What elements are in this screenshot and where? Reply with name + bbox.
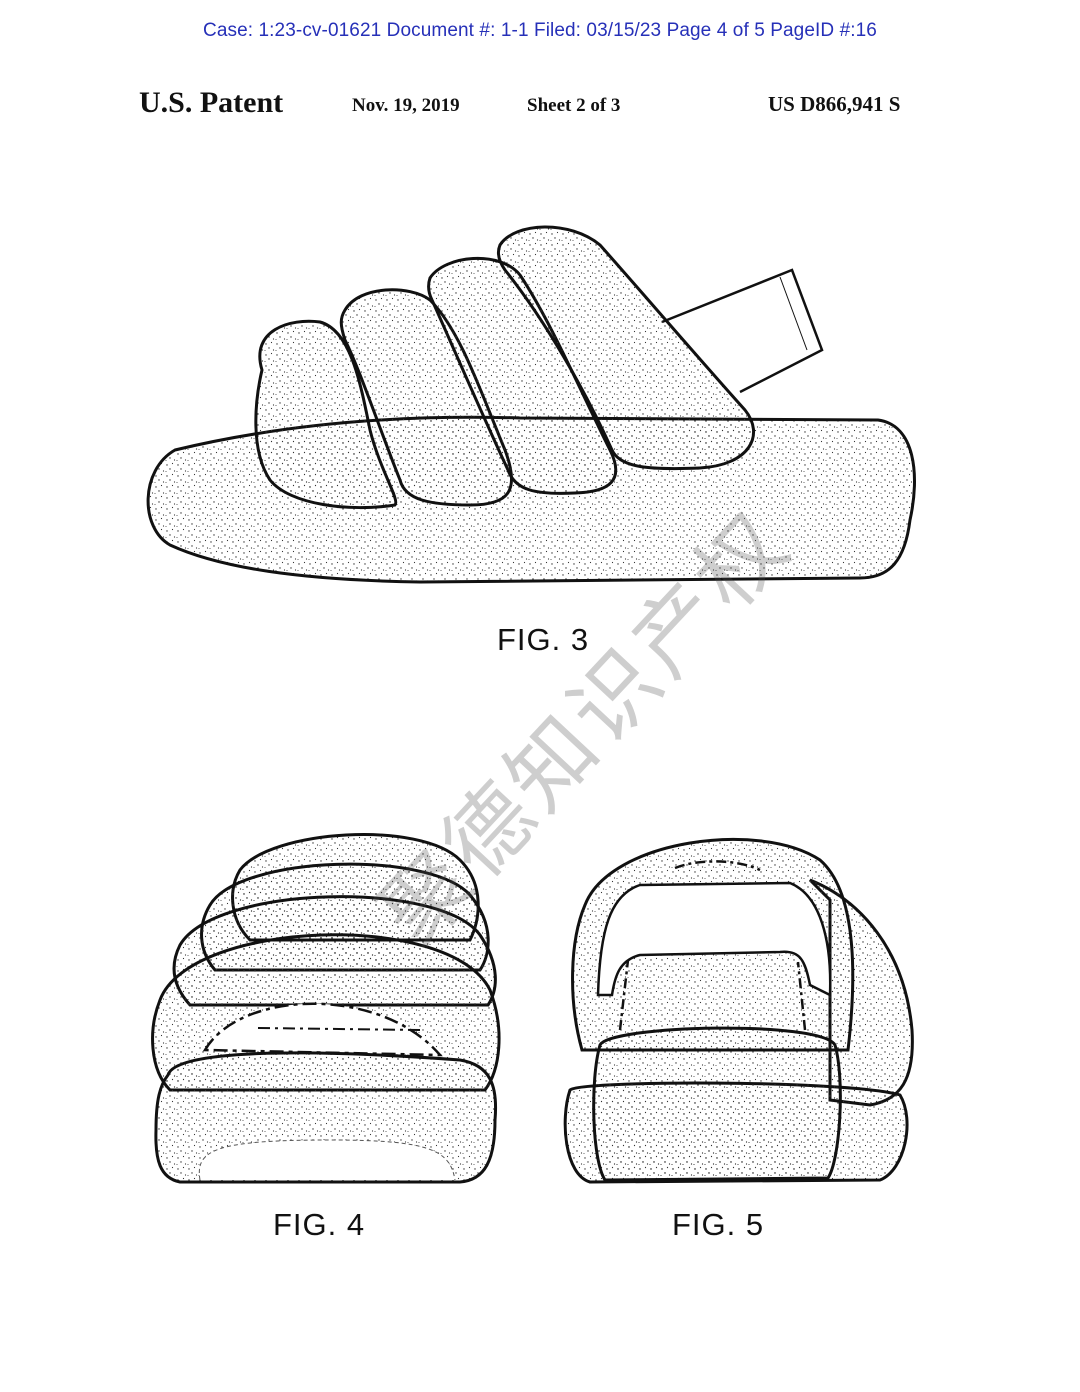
figure-3-drawing	[146, 225, 916, 584]
sheet-number: Sheet 2 of 3	[527, 95, 621, 116]
figure-3-label: FIG. 3	[497, 622, 590, 657]
puff-band-2	[339, 288, 514, 507]
back-strap	[661, 268, 824, 394]
figure-5-label: FIG. 5	[672, 1207, 765, 1242]
patent-number: US D866,941 S	[768, 92, 901, 116]
patent-title: U.S. Patent	[139, 86, 284, 119]
heel-strap	[596, 881, 832, 997]
figure-4-label: FIG. 4	[273, 1207, 366, 1242]
figure-5-drawing	[563, 837, 914, 1184]
puff-band-4	[496, 225, 756, 471]
heel-block	[592, 1026, 842, 1182]
figure-4-drawing	[151, 833, 501, 1184]
foot-opening	[202, 1002, 443, 1057]
patent-date: Nov. 19, 2019	[352, 95, 460, 116]
puff-band-1	[254, 319, 398, 510]
patent-header: U.S. Patent Nov. 19, 2019 Sheet 2 of 3 U…	[0, 86, 1080, 126]
case-header: Case: 1:23-cv-01621 Document #: 1-1 File…	[203, 20, 877, 41]
